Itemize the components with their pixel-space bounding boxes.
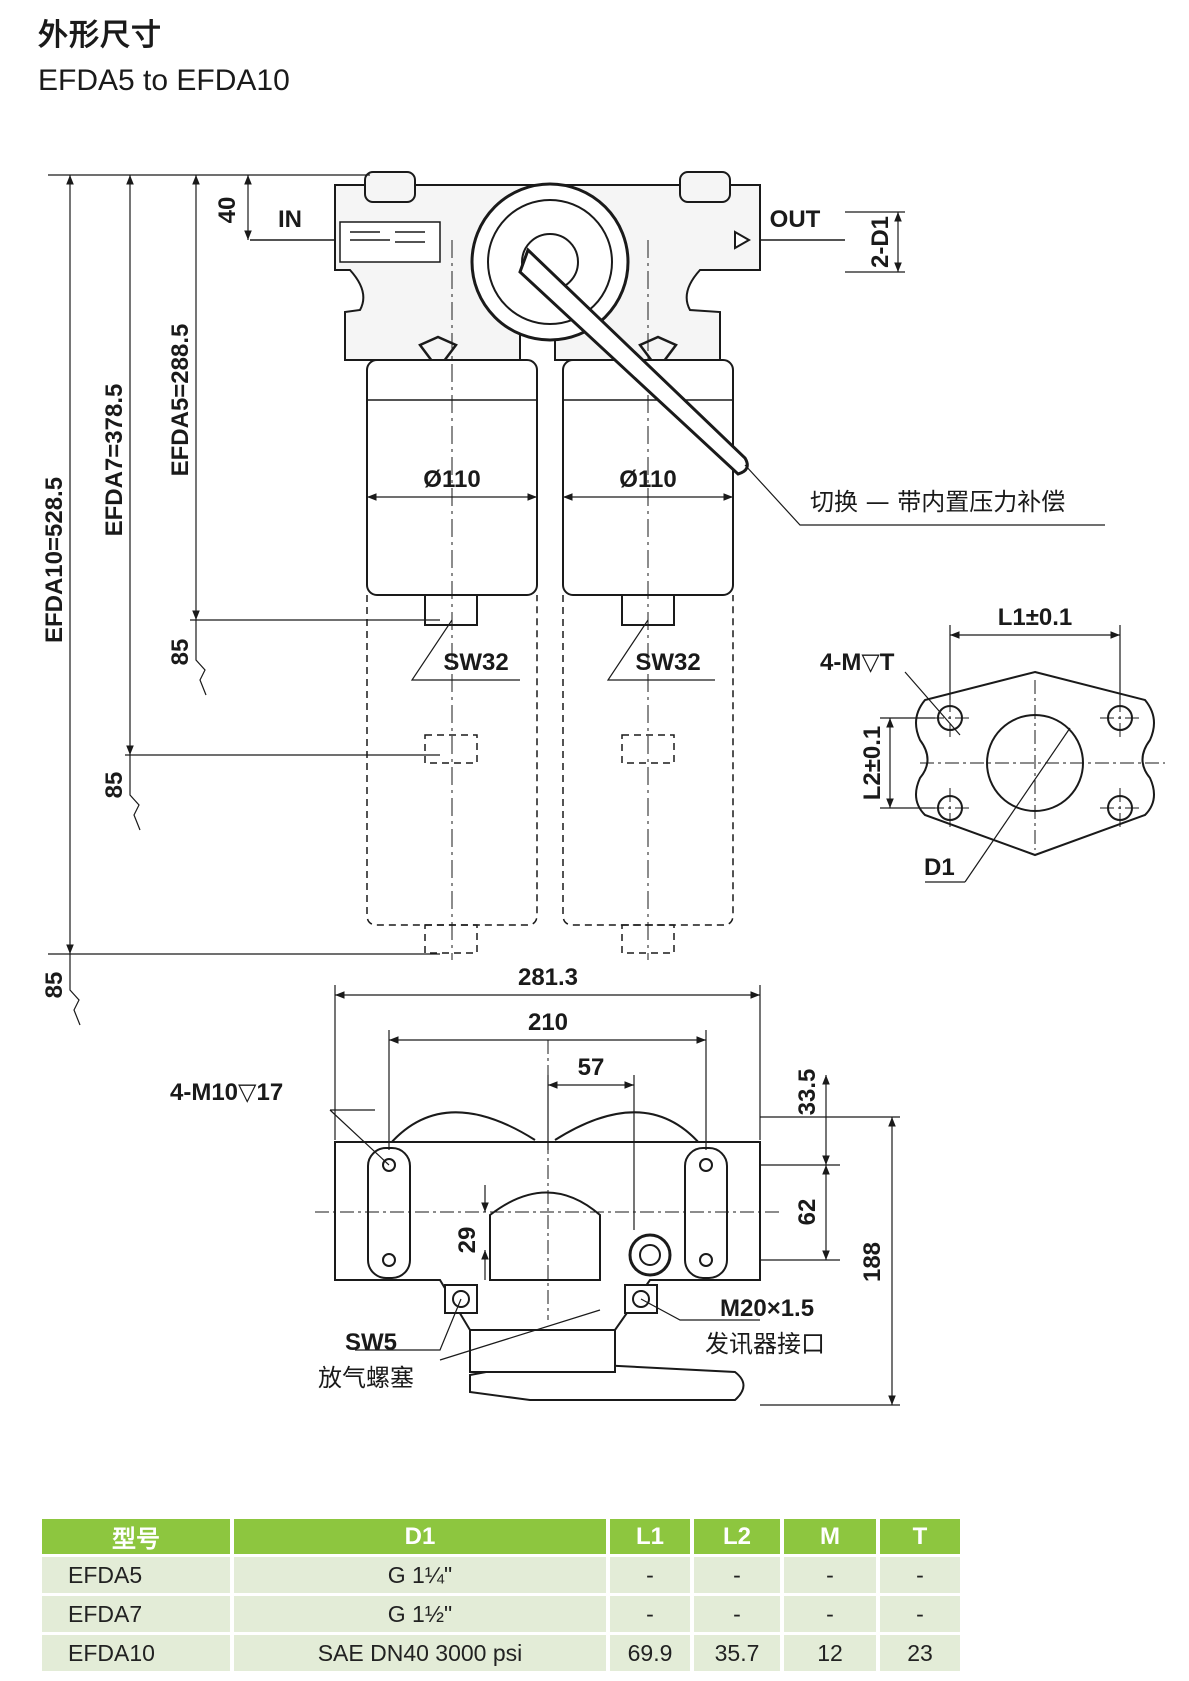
cell-model: EFDA7 <box>42 1596 230 1632</box>
side-dimension-texts: 40 EFDA5=288.5 EFDA7=378.5 EFDA10=528.5 … <box>41 197 1065 999</box>
dim-mount-offset: 33.5 <box>794 1069 821 1116</box>
dim-top-offset: 40 <box>214 197 241 224</box>
cell-l1: 69.9 <box>610 1635 690 1671</box>
dim-clearance-c: 85 <box>41 972 68 999</box>
dim-l2: L2±0.1 <box>859 726 886 801</box>
label-handle-callout: 切换 — 带内置压力补偿 <box>810 488 1065 516</box>
dim-depth: 188 <box>859 1242 886 1282</box>
cell-l2: - <box>694 1557 780 1593</box>
label-d1: D1 <box>924 854 955 881</box>
dim-efda10: EFDA10=528.5 <box>41 477 68 643</box>
header-d1: D1 <box>234 1519 606 1554</box>
cell-t: - <box>880 1596 960 1632</box>
cell-model: EFDA10 <box>42 1635 230 1671</box>
cell-l2: 35.7 <box>694 1635 780 1671</box>
table-row: EFDA5 G 1¼" - - - - <box>42 1557 960 1593</box>
flange-dimensions <box>880 625 1121 883</box>
table-row: EFDA7 G 1½" - - - - <box>42 1596 960 1632</box>
cell-t: 23 <box>880 1635 960 1671</box>
dim-port-height: 29 <box>454 1227 481 1254</box>
cell-m: 12 <box>784 1635 876 1671</box>
table-row: EFDA10 SAE DN40 3000 psi 69.9 35.7 12 23 <box>42 1635 960 1671</box>
header-t: T <box>880 1519 960 1554</box>
bowl-dome-left <box>384 1111 536 1151</box>
dim-efda7: EFDA7=378.5 <box>101 384 128 537</box>
page-subtitle: EFDA5 to EFDA10 <box>38 64 290 97</box>
dim-efda5: EFDA5=288.5 <box>167 324 194 477</box>
changeover-valve <box>470 182 630 342</box>
header-m: M <box>784 1519 876 1554</box>
cell-l2: - <box>694 1596 780 1632</box>
cell-t: - <box>880 1557 960 1593</box>
changeover-handle <box>518 247 749 476</box>
cell-d1: G 1½" <box>234 1596 606 1632</box>
top-view <box>315 1040 780 1401</box>
page-title: 外形尺寸 <box>38 19 162 52</box>
cell-m: - <box>784 1557 876 1593</box>
dim-l1: L1±0.1 <box>998 604 1073 631</box>
cell-model: EFDA5 <box>42 1557 230 1593</box>
label-out: OUT <box>770 206 821 233</box>
header-model: 型号 <box>42 1519 230 1554</box>
label-indicator-thread: M20×1.5 <box>720 1295 814 1322</box>
spec-table: 型号 D1 L1 L2 M T EFDA5 G 1¼" - - - - EFDA… <box>38 1516 964 1674</box>
cell-m: - <box>784 1596 876 1632</box>
ear-left <box>364 171 416 203</box>
label-vent-plug-size: SW5 <box>345 1329 397 1356</box>
dim-overall-width: 281.3 <box>518 964 578 991</box>
dim-port-offset: 2-D1 <box>867 216 894 268</box>
cell-d1: G 1¼" <box>234 1557 606 1593</box>
dimension-drawing: 40 EFDA5=288.5 EFDA7=378.5 EFDA10=528.5 … <box>41 171 1165 1406</box>
top-dimensions <box>329 985 900 1406</box>
side-dimensions <box>48 174 1105 1026</box>
table-header-row: 型号 D1 L1 L2 M T <box>42 1519 960 1554</box>
top-dimension-texts: 281.3 210 57 33.5 62 188 29 4-M10▽17 SW5… <box>170 964 886 1392</box>
cell-l1: - <box>610 1557 690 1593</box>
dim-bowl-diameter-left: Ø110 <box>423 466 480 493</box>
label-flange-thread: 4-M▽T <box>820 649 895 676</box>
cell-l1: - <box>610 1596 690 1632</box>
indicator-port <box>628 1233 672 1277</box>
dim-mount-spacing: 210 <box>528 1009 568 1036</box>
header-l1: L1 <box>610 1519 690 1554</box>
center-boss <box>489 1191 601 1281</box>
label-in: IN <box>278 206 302 233</box>
bowl-dome-right <box>554 1111 706 1151</box>
flange-view <box>915 670 1165 857</box>
dim-wrench-right: SW32 <box>635 649 700 676</box>
dim-wrench-left: SW32 <box>443 649 508 676</box>
dim-mount-pitch: 62 <box>794 1199 821 1226</box>
dim-center-offset: 57 <box>578 1054 605 1081</box>
header-l2: L2 <box>694 1519 780 1554</box>
dim-clearance-b: 85 <box>101 772 128 799</box>
dim-clearance-a: 85 <box>167 639 194 666</box>
side-view <box>250 171 845 960</box>
label-indicator-port: 发讯器接口 <box>705 1330 825 1358</box>
flange-texts: L1±0.1 L2±0.1 4-M▽T D1 <box>820 604 1072 881</box>
dim-bowl-diameter-right: Ø110 <box>619 466 676 493</box>
cell-d1: SAE DN40 3000 psi <box>234 1635 606 1671</box>
label-mount-thread: 4-M10▽17 <box>170 1079 283 1106</box>
ear-right <box>679 171 731 203</box>
label-vent-plug: 放气螺塞 <box>318 1364 414 1392</box>
